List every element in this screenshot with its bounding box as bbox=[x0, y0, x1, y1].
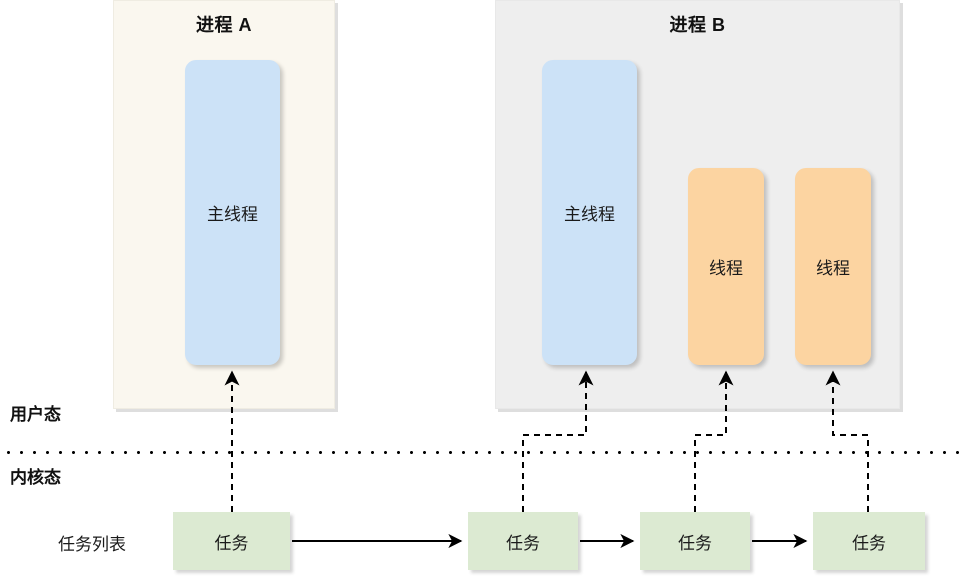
task-box-3: 任务 bbox=[640, 512, 750, 570]
task-list-label: 任务列表 bbox=[58, 535, 126, 554]
user-mode-label: 用户态 bbox=[10, 405, 61, 424]
task-box-4: 任务 bbox=[813, 512, 925, 570]
task-box-2: 任务 bbox=[468, 512, 578, 570]
process-a-title: 进程 A bbox=[196, 15, 252, 35]
thread-box-main-b: 主线程 bbox=[542, 60, 637, 365]
thread-box-worker-b2: 线程 bbox=[795, 168, 871, 365]
task-box-1: 任务 bbox=[173, 512, 290, 570]
process-b-title: 进程 B bbox=[669, 15, 726, 35]
kernel-boundary-divider bbox=[0, 451, 965, 454]
kernel-mode-label: 内核态 bbox=[10, 468, 61, 487]
thread-box-main-a: 主线程 bbox=[185, 60, 280, 365]
thread-box-worker-b1: 线程 bbox=[688, 168, 764, 365]
